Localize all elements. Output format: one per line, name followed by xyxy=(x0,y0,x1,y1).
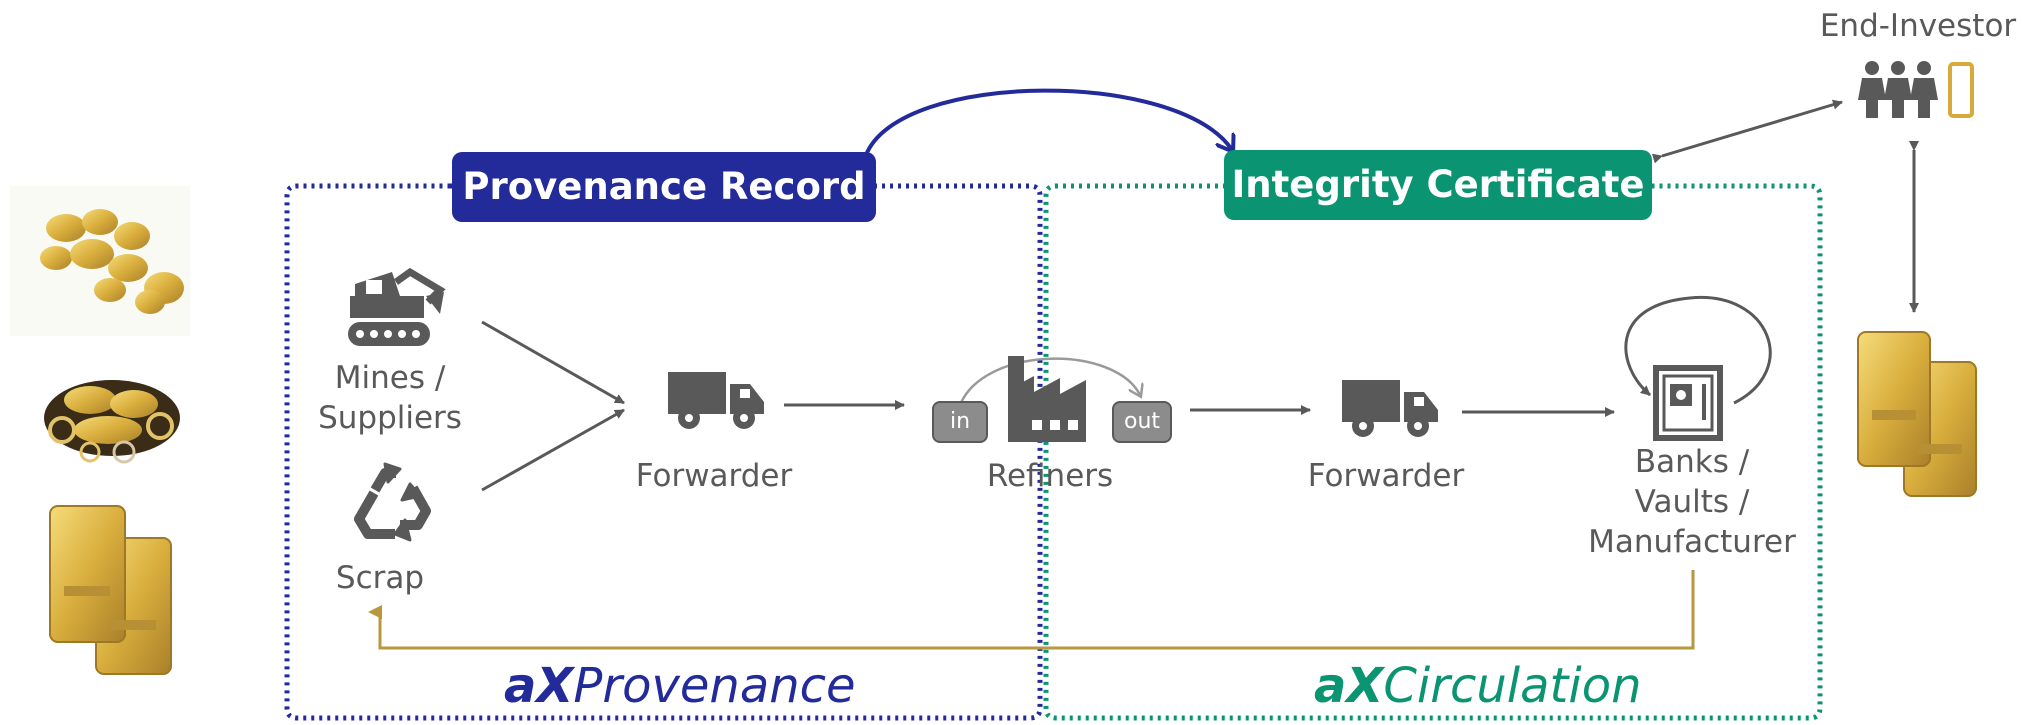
refiner-out-box xyxy=(1112,401,1172,443)
banks-label-line3: Manufacturer xyxy=(1588,524,1796,560)
provenance-box xyxy=(284,183,1043,721)
refiner-in-box xyxy=(932,401,988,443)
excavator-icon xyxy=(348,267,446,346)
people-icon xyxy=(1858,61,1938,118)
mines-label-line1: Mines / xyxy=(334,360,446,396)
ax-circulation-suffix: Circulation xyxy=(1383,658,1642,714)
gold-bars-image-left xyxy=(49,505,172,675)
provenance-record-header: Provenance Record xyxy=(452,152,876,222)
ax-provenance-brand: aXProvenance xyxy=(504,656,856,716)
recycle-icon xyxy=(354,462,431,542)
ax-circulation-prefix: aX xyxy=(1314,658,1384,714)
record-to-certificate-arrow xyxy=(864,88,1232,156)
mines-to-forwarder-arrow xyxy=(481,320,625,405)
return-loop-arrow xyxy=(368,570,1695,650)
integrity-certificate-header: Integrity Certificate xyxy=(1224,150,1652,220)
safe-icon xyxy=(1653,365,1723,441)
forwarder-right-label: Forwarder xyxy=(1307,458,1465,494)
refiners-label: Refiners xyxy=(986,458,1114,494)
factory-icon xyxy=(1008,356,1086,442)
banks-label-line2: Vaults / xyxy=(1634,484,1750,520)
scrap-label: Scrap xyxy=(335,560,425,596)
refinery-process-arrow xyxy=(958,357,1140,406)
banks-label-line1: Banks / xyxy=(1634,444,1750,480)
circulation-box xyxy=(1043,183,1823,721)
refiner-in-label: in xyxy=(949,409,971,434)
refiner-out-label: out xyxy=(1123,409,1161,434)
truck-icon-right xyxy=(1342,380,1438,437)
ax-provenance-prefix: aX xyxy=(504,658,574,714)
gold-bars-image-right xyxy=(1857,331,1977,497)
forwarder-left-label: Forwarder xyxy=(635,458,793,494)
vault-loop-arrow xyxy=(1624,295,1772,405)
truck-icon-left xyxy=(668,372,764,429)
smartphone-icon xyxy=(1948,62,1974,118)
end-investor-label: End-Investor xyxy=(1819,8,2017,44)
mines-label-line2: Suppliers xyxy=(318,400,462,436)
ax-circulation-brand: aXCirculation xyxy=(1314,656,1642,716)
gold-jewelry-image xyxy=(44,380,180,464)
certificate-investor-arrow xyxy=(1651,99,1843,164)
gold-nuggets-image xyxy=(10,186,190,336)
scrap-to-forwarder-arrow xyxy=(481,408,625,492)
ax-provenance-suffix: Provenance xyxy=(573,658,856,714)
